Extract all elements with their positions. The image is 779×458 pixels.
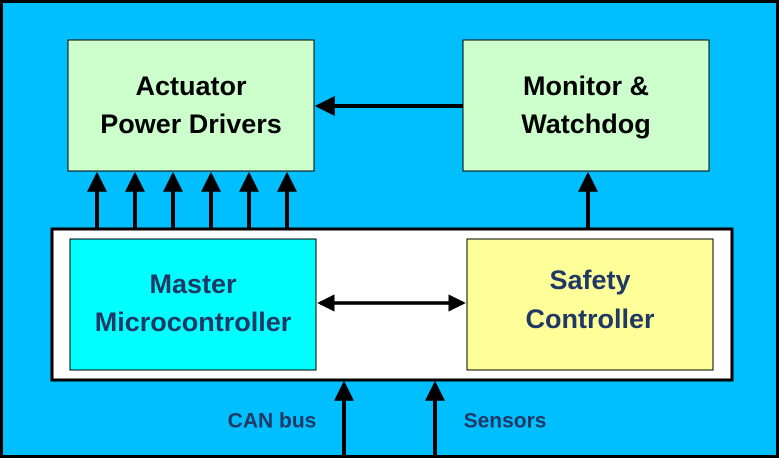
- master-microcontroller-block: [69, 238, 317, 371]
- safety-controller-block: [466, 238, 714, 371]
- safety-label-line2: Controller: [525, 304, 654, 334]
- actuator-label-line1: Actuator: [135, 71, 246, 101]
- sensors-label: Sensors: [464, 410, 547, 433]
- master-label-line1: Master: [149, 269, 237, 299]
- can-bus-label: CAN bus: [228, 410, 317, 433]
- actuator-output-arrows: [87, 171, 297, 230]
- monitor-watchdog-block: [462, 39, 710, 172]
- actuator-label-line2: Power Drivers: [100, 109, 282, 139]
- monitor-label-line2: Watchdog: [521, 109, 650, 139]
- monitor-label-line1: Monitor &: [523, 71, 649, 101]
- master-label-line2: Microcontroller: [95, 307, 292, 337]
- actuator-power-drivers-block: [67, 39, 315, 172]
- safety-label-line1: Safety: [549, 265, 630, 295]
